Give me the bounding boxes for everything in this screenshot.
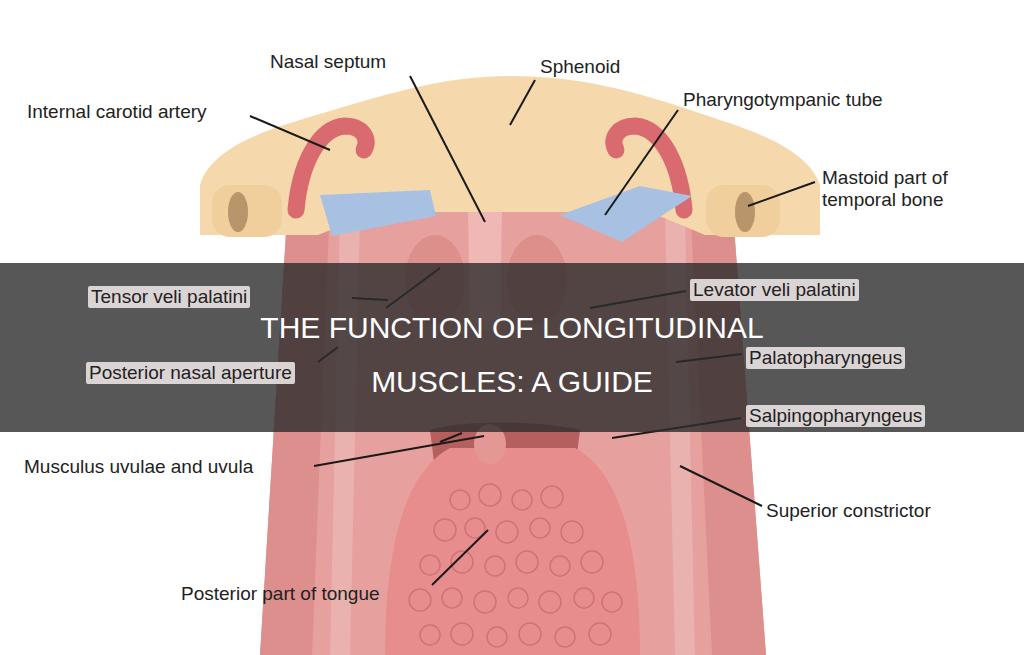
part-label: Posterior nasal aperture [86,362,295,384]
part-label: Nasal septum [270,51,386,73]
part-label: Mastoid part of temporal bone [822,167,997,211]
part-label: Sphenoid [540,56,620,78]
part-label: Pharyngotympanic tube [683,89,883,111]
part-label: Palatopharyngeus [746,347,905,369]
auditory-tube [320,190,436,236]
part-label: Musculus uvulae and uvula [24,456,253,478]
mastoid-canal [735,192,755,232]
part-label: Levator veli palatini [690,279,859,301]
mastoid [706,185,780,237]
tongue-papillae [409,484,622,647]
part-label: Salpingopharyngeus [746,405,925,427]
tongue [385,448,640,655]
mastoid [212,185,282,237]
part-label: Posterior part of tongue [181,583,380,605]
part-label: Superior constrictor [766,500,931,522]
banner-title: THE FUNCTION OF LONGITUDINAL MUSCLES: A … [192,301,832,409]
part-label: Tensor veli palatini [88,286,250,308]
part-label: Internal carotid artery [27,101,207,123]
auditory-tube [560,186,692,242]
mastoid-canal [228,192,248,232]
